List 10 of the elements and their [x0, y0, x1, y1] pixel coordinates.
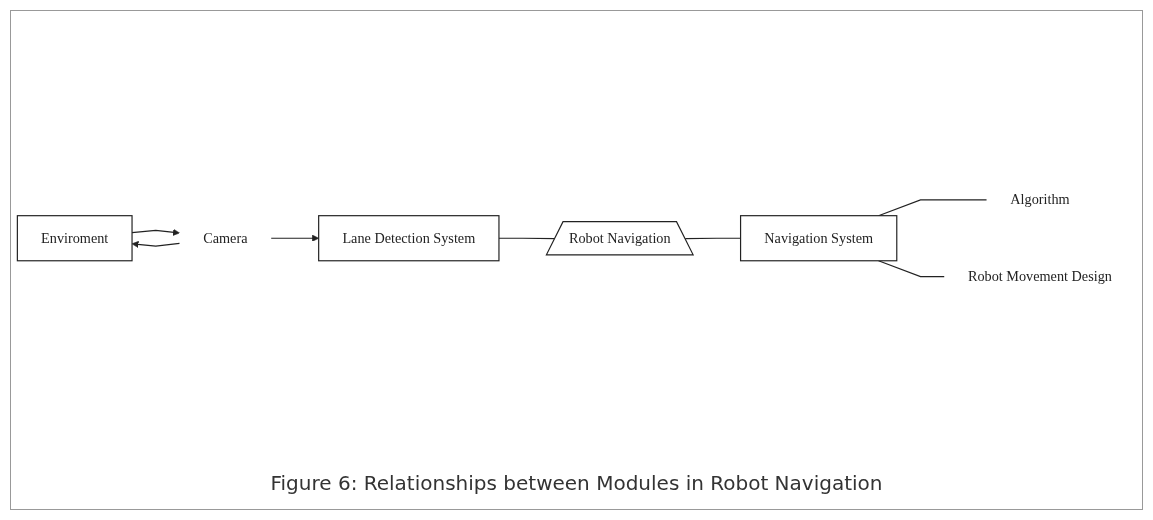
connector: [877, 259, 945, 277]
node-box: Enviroment: [16, 214, 133, 262]
node-box: Navigation System: [739, 214, 898, 262]
node-box: Lane Detection System: [318, 214, 500, 262]
arrow: [270, 234, 319, 242]
connector: [498, 237, 556, 239]
node-text: Robot Movement Design: [967, 268, 1112, 284]
node-text: Camera: [203, 229, 248, 246]
figure-caption: Figure 6: Relationships between Modules in Robot Navigation: [270, 470, 883, 497]
node-text: Algorithm: [1010, 191, 1070, 208]
